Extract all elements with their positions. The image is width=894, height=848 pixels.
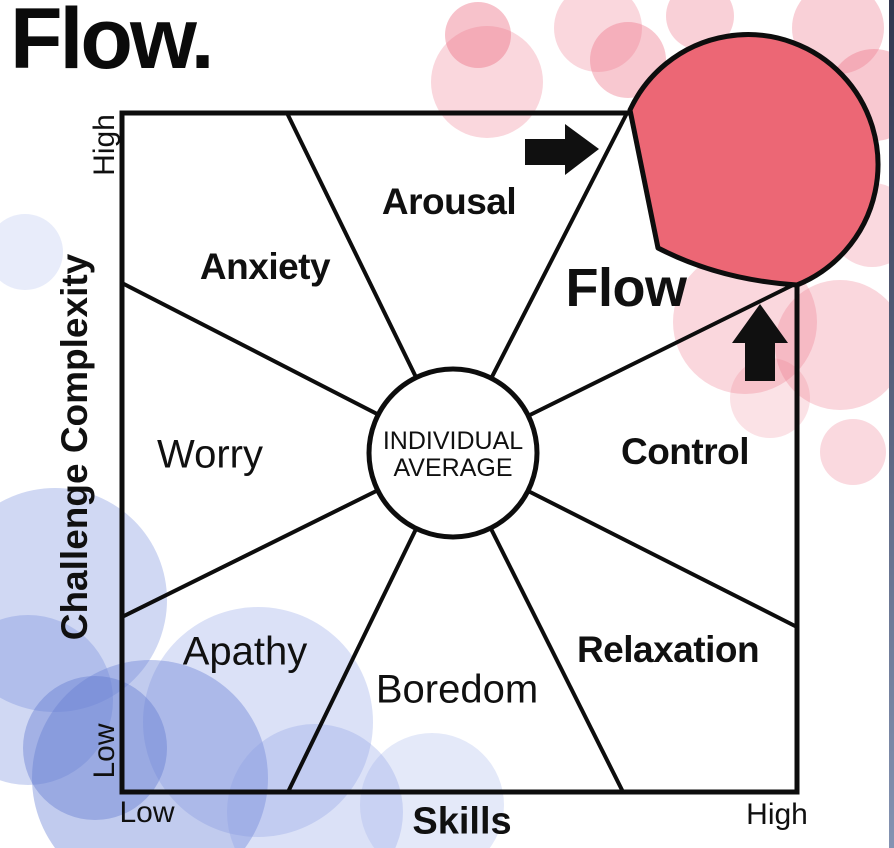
right-edge-strip	[889, 0, 894, 848]
individual-average-circle	[366, 366, 540, 540]
arrow-up-icon	[732, 304, 788, 381]
flow-highlight-blob	[627, 32, 881, 288]
arrow-right-icon	[525, 124, 599, 175]
chart-frame	[119, 110, 800, 795]
decorative-blue-bubbles	[0, 214, 504, 848]
